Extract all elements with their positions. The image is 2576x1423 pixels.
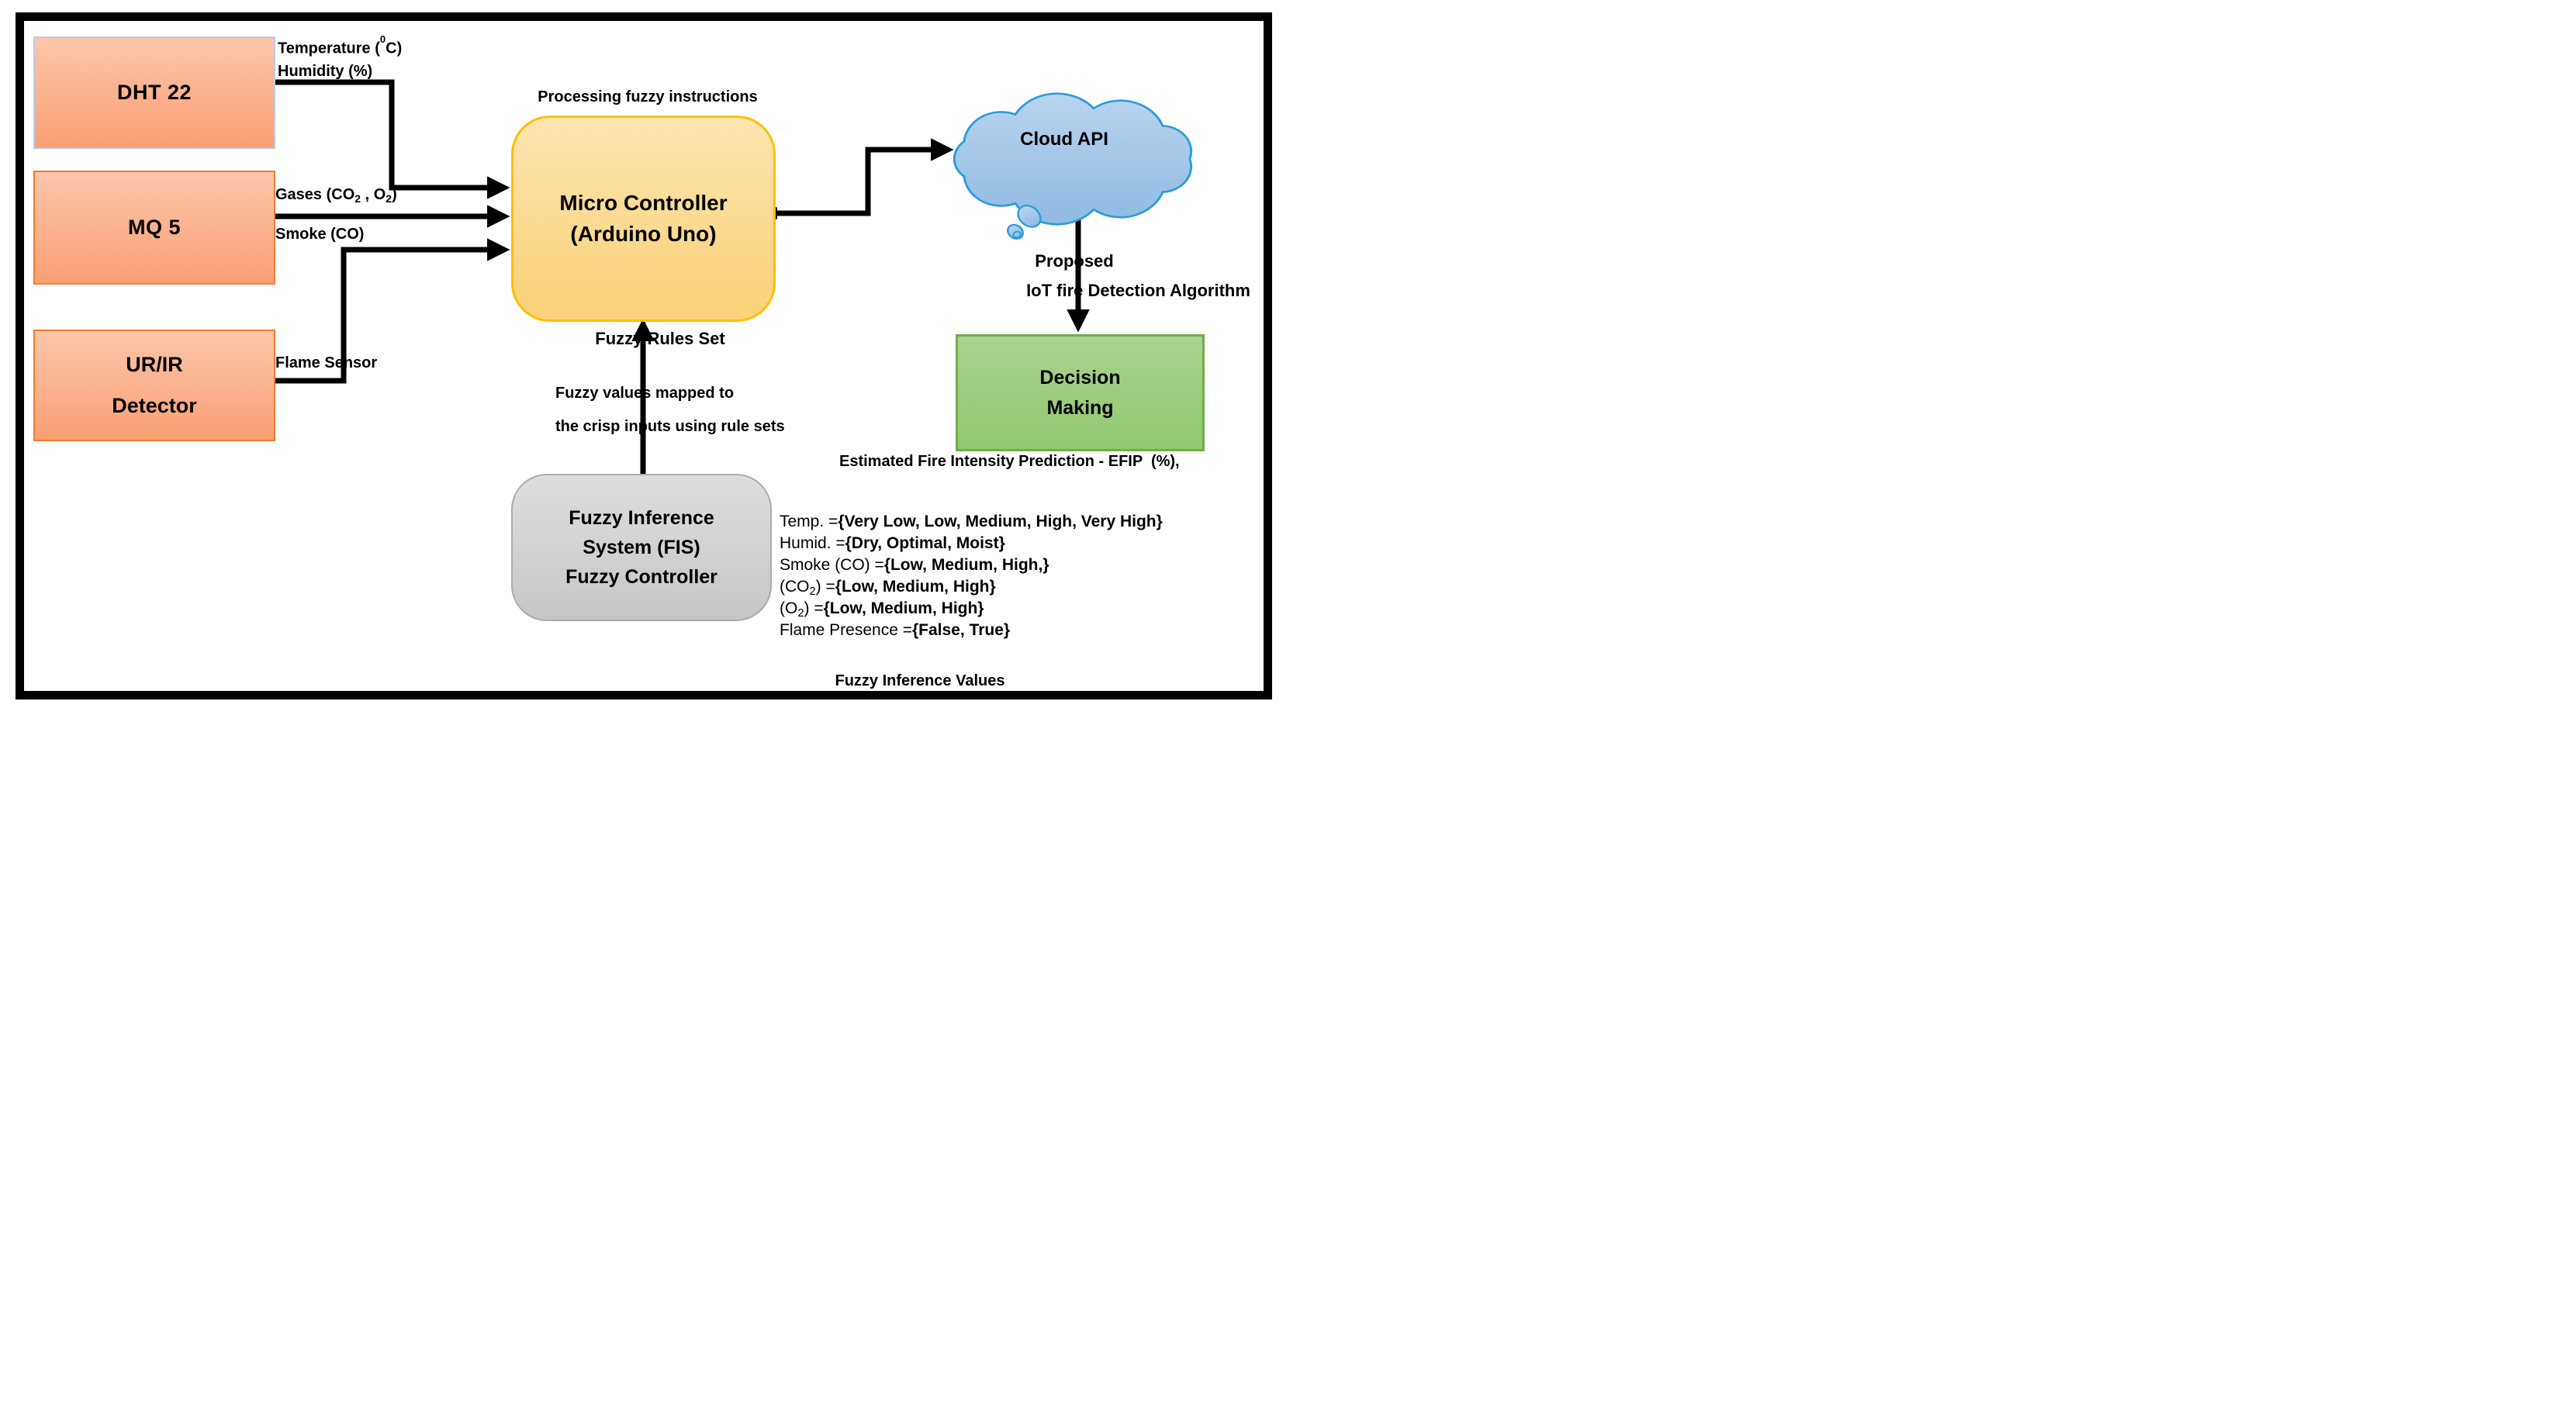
diagram-canvas: DHT 22 MQ 5 UR/IR Detector Micro Control… bbox=[0, 0, 1288, 712]
fuzzy-values-list: Temp. ={Very Low, Low, Medium, High, Ver… bbox=[780, 511, 1163, 641]
fis-label-line2: System (FIS) bbox=[583, 537, 700, 558]
fuzzy-inference-values-caption: Fuzzy Inference Values bbox=[835, 672, 1005, 689]
proposed-label: Proposed bbox=[1035, 251, 1114, 271]
decision-label-line1: Decision bbox=[1039, 366, 1121, 389]
humidity-label: Humidity (%) bbox=[278, 62, 373, 80]
urir-to-controller-arrow bbox=[272, 238, 510, 384]
urir-detector-box: UR/IR Detector bbox=[33, 330, 275, 441]
processing-caption: Processing fuzzy instructions bbox=[538, 88, 758, 105]
fuzzy-row-humid: Humid. ={Dry, Optimal, Moist} bbox=[780, 534, 1005, 552]
fis-label-line1: Fuzzy Inference bbox=[569, 507, 714, 529]
outer-frame bbox=[16, 12, 1272, 699]
dht22-to-controller-arrow bbox=[272, 79, 510, 199]
decision-making-box: Decision Making bbox=[956, 334, 1205, 451]
connector-lines bbox=[272, 79, 1090, 474]
urir-label-line1: UR/IR bbox=[126, 353, 183, 376]
cloud-tail-bubble-large bbox=[1017, 205, 1042, 228]
flame-sensor-label: Flame Sensor bbox=[275, 354, 378, 371]
cloud-api-label: Cloud API bbox=[1020, 129, 1108, 150]
fuzzy-row-smoke: Smoke (CO) ={Low, Medium, High,} bbox=[780, 556, 1049, 574]
urir-label-line2: Detector bbox=[112, 394, 197, 417]
fis-box: Fuzzy Inference System (FIS) Fuzzy Contr… bbox=[511, 474, 772, 621]
controller-to-cloud-arrow bbox=[774, 138, 954, 216]
decision-label-line2: Making bbox=[1046, 396, 1114, 419]
dht22-box: DHT 22 bbox=[33, 36, 275, 149]
smoke-label: Smoke (CO) bbox=[275, 226, 365, 243]
fuzzy-rules-set-label: Fuzzy Rules Set bbox=[595, 329, 725, 348]
dht22-label: DHT 22 bbox=[116, 81, 192, 104]
fuzzy-row-flame: Flame Presence ={False, True} bbox=[780, 621, 1011, 639]
mq5-label: MQ 5 bbox=[127, 216, 181, 239]
fis-label-line3: Fuzzy Controller bbox=[565, 566, 717, 588]
micro-controller-label-line2: (Arduino Uno) bbox=[570, 222, 717, 246]
cloud-shape bbox=[953, 92, 1193, 240]
micro-controller-box: Micro Controller (Arduino Uno) bbox=[511, 116, 776, 322]
gases-label: Gases (CO2 , O2) bbox=[275, 186, 397, 205]
cloud-tail-bubble-inner bbox=[1012, 230, 1022, 239]
fuzzy-row-o2: (O2) ={Low, Medium, High} bbox=[780, 599, 984, 620]
fuzzy-row-temp: Temp. ={Very Low, Low, Medium, High, Ver… bbox=[780, 513, 1163, 530]
fuzzy-note-line1: Fuzzy values mapped to bbox=[555, 385, 735, 402]
fuzzy-row-co2: (CO2) ={Low, Medium, High} bbox=[780, 578, 996, 599]
mq5-box: MQ 5 bbox=[33, 171, 275, 285]
temperature-label: Temperature (0C) bbox=[278, 33, 403, 57]
cloud-outline bbox=[953, 92, 1193, 226]
micro-controller-label-line1: Micro Controller bbox=[559, 191, 728, 215]
iot-algorithm-label: IoT fire Detection Algorithm bbox=[1026, 281, 1250, 300]
temperature-humidity-label: Temperature (0C) Humidity (%) bbox=[278, 33, 402, 83]
fuzzy-note-line2: the crisp inputs using rule sets bbox=[555, 418, 785, 435]
efip-caption: Estimated Fire Intensity Prediction - EF… bbox=[839, 453, 1180, 470]
